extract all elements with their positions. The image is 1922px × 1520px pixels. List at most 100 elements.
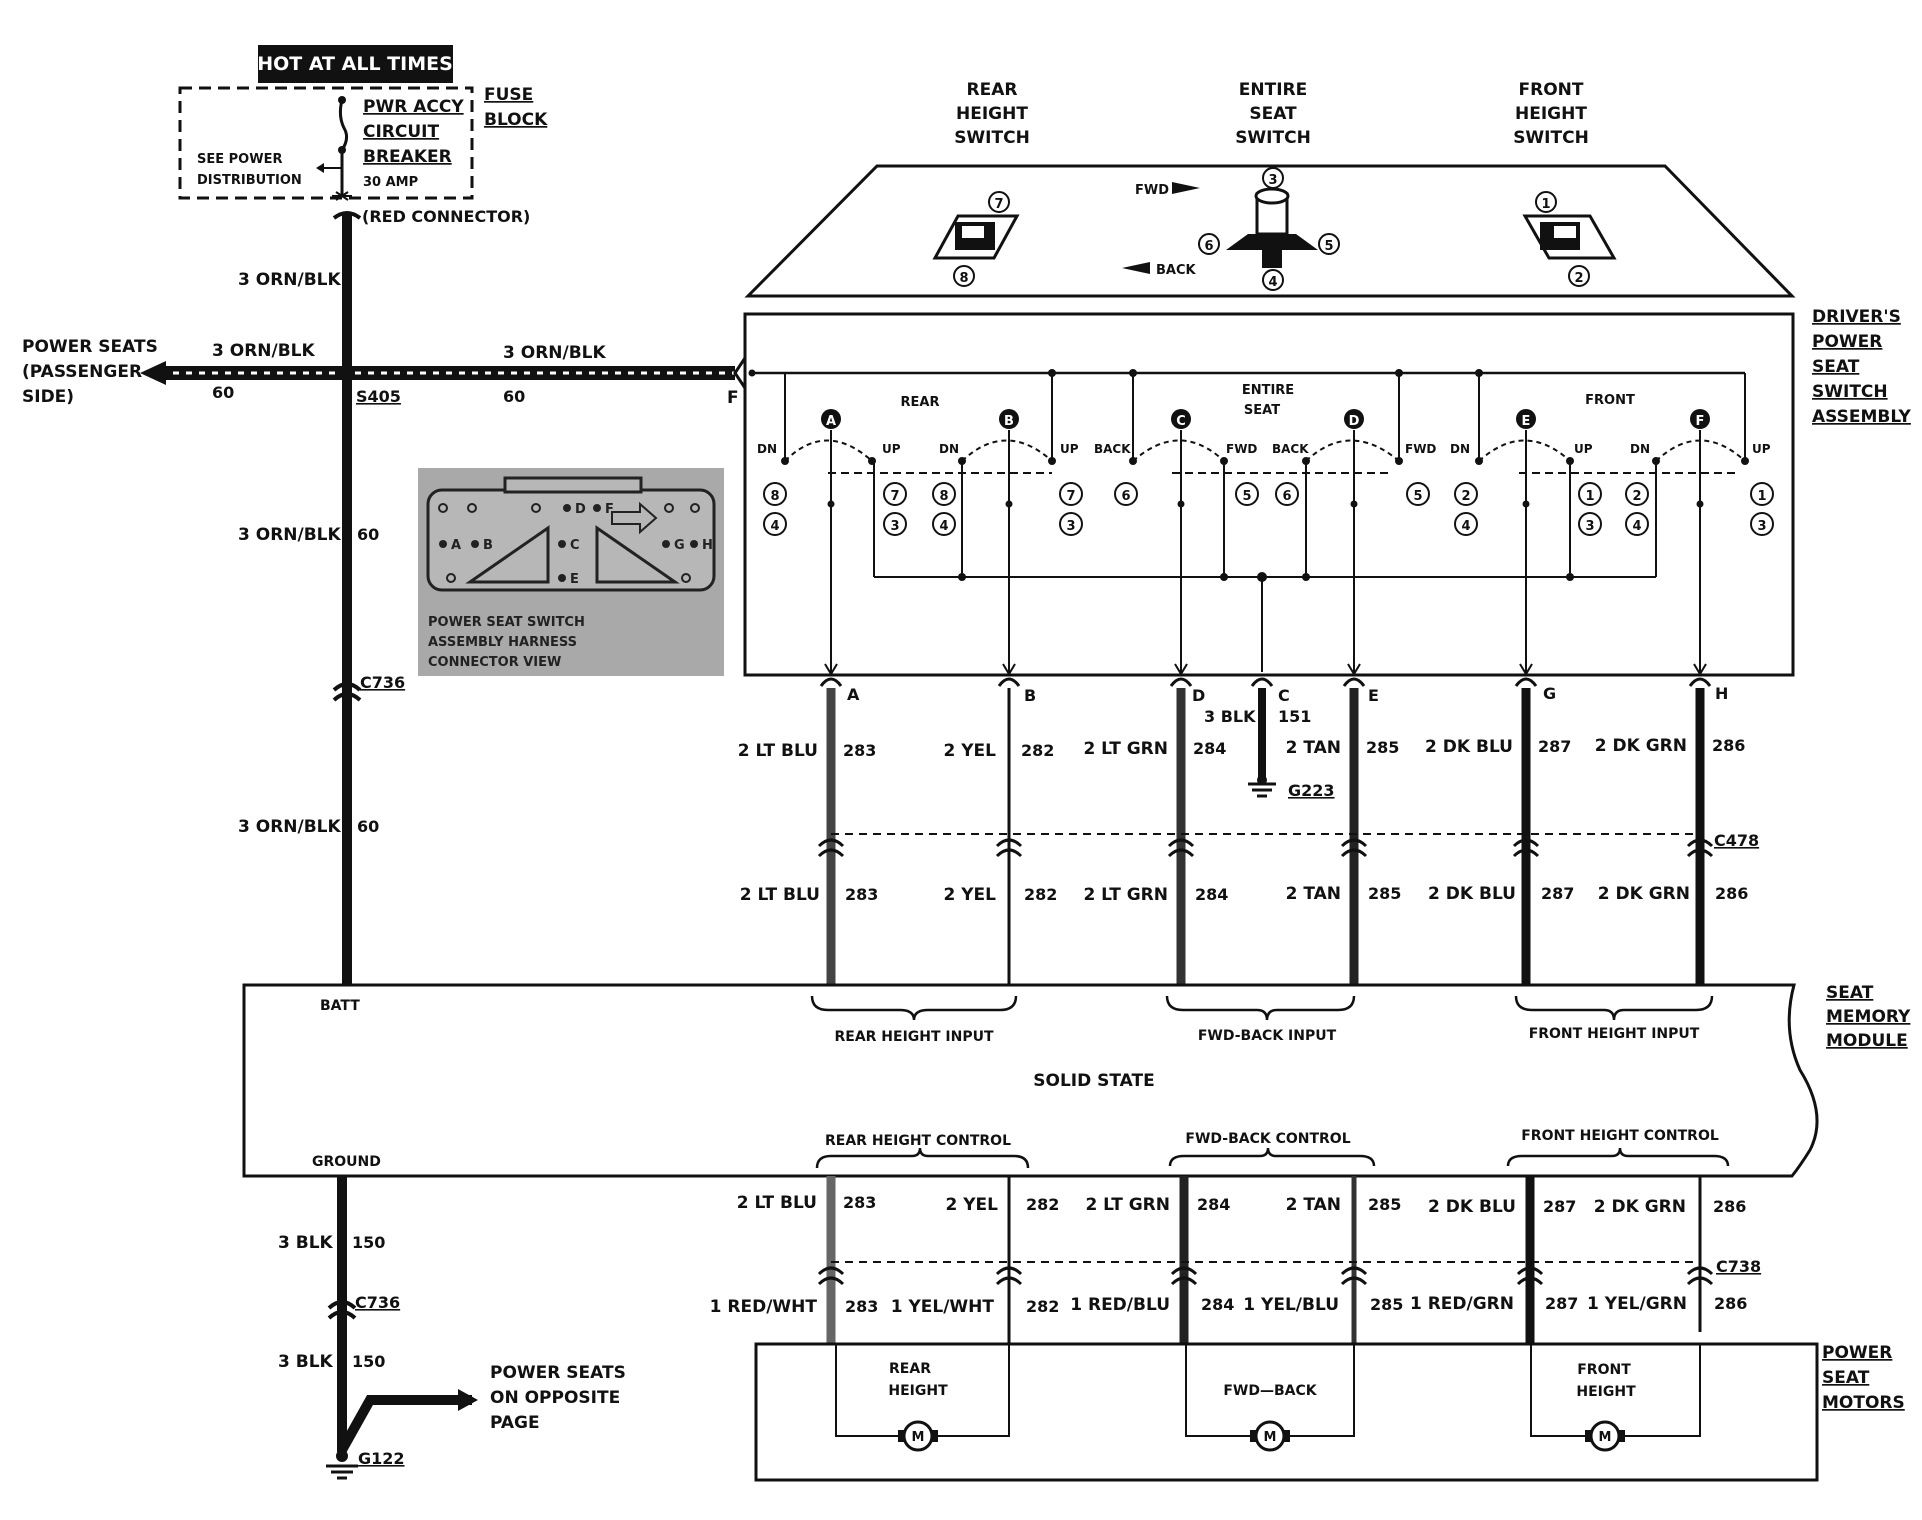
pos-e2-top: 1 xyxy=(1585,489,1594,504)
group-label-rear: REAR xyxy=(901,395,940,410)
red-connector-symbol xyxy=(332,211,362,220)
connector-caption-2: ASSEMBLY HARNESS xyxy=(428,635,577,650)
module-title-3: MODULE xyxy=(1826,1031,1908,1051)
see-power-1: SEE POWER xyxy=(197,152,282,167)
pos-e-top: 2 xyxy=(1461,489,1470,504)
pos-e2-bottom: 3 xyxy=(1585,519,1594,534)
module-ground-label: GROUND xyxy=(312,1154,381,1170)
wire-283-color-top: 2 LT BLU xyxy=(738,741,818,761)
dir-label-11: DN xyxy=(1630,442,1650,456)
contact-a: A xyxy=(826,414,836,429)
hot-at-all-times-label: HOT AT ALL TIMES xyxy=(257,53,453,75)
wire-286-motor-circuit: 286 xyxy=(1714,1294,1747,1313)
wire-282-circuit-mid: 282 xyxy=(1024,885,1057,904)
wire-286-circuit-mid: 286 xyxy=(1715,884,1748,903)
wire-285-color-top: 2 TAN xyxy=(1286,738,1341,758)
ground-wire-label-1: 3 BLK xyxy=(278,1233,334,1253)
switch-num-2: 2 xyxy=(1574,271,1583,286)
see-power-arrow xyxy=(316,163,324,173)
wire-286-color-mid: 2 DK GRN xyxy=(1598,884,1690,904)
c736-lower-label: C736 xyxy=(355,1293,400,1312)
wire-286-circuit-top: 286 xyxy=(1712,736,1745,755)
ground-g223-label: G223 xyxy=(1288,781,1335,800)
conn-pin-e: E xyxy=(570,572,579,587)
contact-f: F xyxy=(1696,414,1705,429)
assembly-title-1: DRIVER'S xyxy=(1812,307,1901,327)
pos-b2-bottom: 3 xyxy=(1066,519,1075,534)
switch-num-1: 1 xyxy=(1541,197,1550,212)
wire-285-circuit-low: 285 xyxy=(1368,1195,1401,1214)
opposite-page-3: PAGE xyxy=(490,1413,540,1433)
wire-285-circuit-top: 285 xyxy=(1366,738,1399,757)
contact-b: B xyxy=(1004,414,1014,429)
assembly-title-2: POWER xyxy=(1812,332,1882,352)
rear-control-bracket xyxy=(815,1147,1030,1169)
feed-wire-left-label: 3 ORN/BLK xyxy=(212,341,316,361)
pin-g-label: G xyxy=(1543,684,1556,703)
switch-housing: REAR HEIGHT SWITCH ENTIRE SEAT SWITCH FR… xyxy=(744,80,1796,298)
wire-283-motor-circuit: 283 xyxy=(845,1297,878,1316)
switch-num-4: 4 xyxy=(1268,275,1277,290)
pin-h-label: H xyxy=(1715,684,1728,703)
wire-283-motor-color: 1 RED/WHT xyxy=(710,1297,818,1317)
feed-wire-horizontal xyxy=(155,366,735,380)
front-height-motor-icon: M xyxy=(1585,1420,1625,1452)
motors-title-1: POWER xyxy=(1822,1343,1892,1363)
wire-282-color-low: 2 YEL xyxy=(945,1195,998,1215)
ground-c-circuit: 151 xyxy=(1278,707,1311,726)
fwd-arrow-icon xyxy=(1172,182,1200,194)
splice-s405-dot xyxy=(340,366,354,380)
module-title-2: MEMORY xyxy=(1826,1007,1911,1027)
switch-num-3: 3 xyxy=(1268,173,1277,188)
wire-286-circuit-low: 286 xyxy=(1713,1197,1746,1216)
c738-label: C738 xyxy=(1716,1257,1761,1276)
wire-287-color-top: 2 DK BLU xyxy=(1425,737,1513,757)
passenger-side-1: POWER SEATS xyxy=(22,337,158,357)
opposite-page-2: ON OPPOSITE xyxy=(490,1388,620,1408)
ground-path: 3 BLK 150 C736 3 BLK 150 POWER SEATS ON … xyxy=(278,1176,626,1480)
ground-wire-label-2: 3 BLK xyxy=(278,1352,334,1372)
wire-287-color-mid: 2 DK BLU xyxy=(1428,884,1516,904)
rear-height-input-label: REAR HEIGHT INPUT xyxy=(834,1029,994,1045)
feed-wire-right-label: 3 ORN/BLK xyxy=(503,343,607,363)
motors-title-3: MOTORS xyxy=(1822,1393,1905,1413)
wire-287-motor-color: 1 RED/GRN xyxy=(1410,1294,1514,1314)
fwd-label: FWD xyxy=(1135,183,1169,198)
pos-d-fwd: 5 xyxy=(1413,489,1422,504)
pin-e-label: E xyxy=(1368,686,1379,705)
c736-lower-connector xyxy=(327,1300,357,1320)
feed-circuit-mid: 60 xyxy=(357,525,379,544)
dir-label-10: UP xyxy=(1574,442,1593,456)
c738-connector-symbols xyxy=(817,1266,1714,1286)
back-arrow-icon xyxy=(1122,262,1150,274)
group-label-front: FRONT xyxy=(1585,393,1635,408)
wire-285-motor-circuit: 285 xyxy=(1370,1295,1403,1314)
passenger-side-arrow xyxy=(140,361,166,385)
connector-caption-1: POWER SEAT SWITCH xyxy=(428,615,585,630)
front-height-motor-label-2: HEIGHT xyxy=(1576,1384,1636,1400)
rear-switch-label-1: REAR xyxy=(967,80,1018,100)
pos-f2-bottom: 3 xyxy=(1757,519,1766,534)
rear-switch-label-3: SWITCH xyxy=(954,128,1030,148)
fwd-back-input-bracket xyxy=(1165,995,1356,1021)
assembly-title-5: ASSEMBLY xyxy=(1812,407,1912,427)
passenger-side-3: SIDE) xyxy=(22,387,74,407)
switch-assembly: DRIVER'S POWER SEAT SWITCH ASSEMBLY REAR… xyxy=(743,307,1912,677)
fuse-block-label-1: FUSE xyxy=(484,85,533,105)
rear-height-motor-icon: M xyxy=(898,1420,938,1452)
dir-label-4: UP xyxy=(1060,442,1079,456)
pos-f2-top: 1 xyxy=(1757,489,1766,504)
breaker-label-3: BREAKER xyxy=(363,147,452,167)
feed-circuit-left: 60 xyxy=(212,383,234,402)
switch-num-7: 7 xyxy=(994,197,1003,212)
fwd-back-motor-icon: M xyxy=(1250,1420,1290,1452)
assembly-title-3: SEAT xyxy=(1812,357,1860,377)
contact-d: D xyxy=(1349,414,1360,429)
circuit-breaker-symbol xyxy=(338,99,349,151)
c478-connector-symbols xyxy=(817,838,1714,858)
front-switch-label-3: SWITCH xyxy=(1513,128,1589,148)
pos-b-top: 8 xyxy=(939,489,948,504)
front-switch-label-1: FRONT xyxy=(1519,80,1584,100)
ground-g223-icon xyxy=(1248,782,1276,798)
dir-label-12: UP xyxy=(1752,442,1771,456)
